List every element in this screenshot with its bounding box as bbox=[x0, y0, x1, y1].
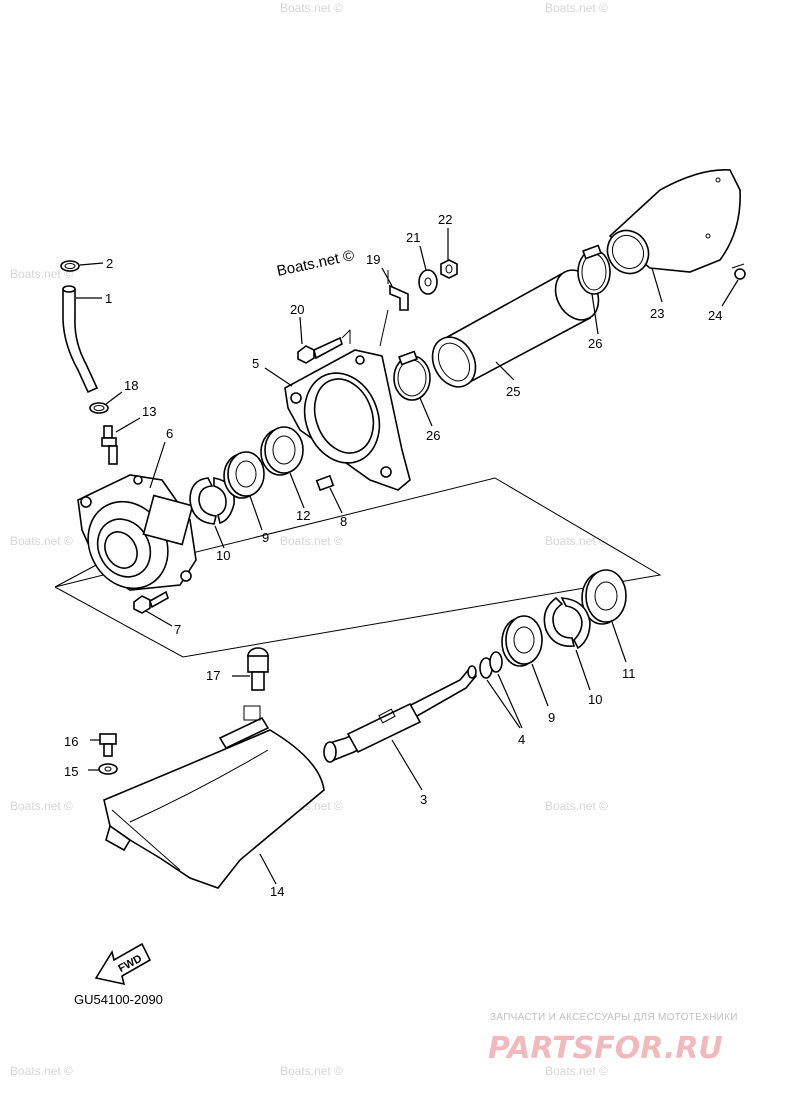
callout-21: 21 bbox=[406, 230, 420, 245]
part-3-shaft bbox=[323, 665, 478, 763]
callout-10-lower: 10 bbox=[588, 692, 602, 707]
part-12-bearing bbox=[260, 426, 304, 476]
callout-26-lower: 26 bbox=[426, 428, 440, 443]
watermark: Boats.net © bbox=[545, 799, 608, 813]
callout-24: 24 bbox=[708, 308, 722, 323]
callout-8: 8 bbox=[340, 514, 347, 529]
part-13-fitting bbox=[101, 425, 118, 465]
watermark: Boats.net © bbox=[545, 1064, 608, 1078]
part-10-circlip bbox=[543, 596, 591, 650]
fwd-arrow: FWD bbox=[94, 942, 152, 986]
callout-9-upper: 9 bbox=[262, 530, 269, 545]
part-2-clip bbox=[60, 260, 80, 272]
watermark: Boats.net © bbox=[10, 534, 73, 548]
callout-4: 4 bbox=[518, 732, 525, 747]
part-1-hose bbox=[62, 285, 99, 394]
watermark: Boats.net © bbox=[10, 799, 73, 813]
callout-12: 12 bbox=[296, 508, 310, 523]
part-11-bearing bbox=[581, 569, 627, 625]
callout-13: 13 bbox=[142, 404, 156, 419]
part-8-pin bbox=[315, 474, 335, 492]
callout-23: 23 bbox=[650, 306, 664, 321]
brand-name: PARTSFOR.RU bbox=[488, 1031, 723, 1066]
callout-26-upper: 26 bbox=[588, 336, 602, 351]
part-26-clamp bbox=[577, 244, 611, 295]
part-20-bolt bbox=[297, 329, 351, 364]
part-23-elbow-duct bbox=[606, 169, 741, 275]
part-14-cover bbox=[103, 705, 325, 889]
part-6-bearing-housing bbox=[77, 474, 197, 591]
watermark: Boats.net © bbox=[280, 1064, 343, 1078]
watermark-main: Boats.net © bbox=[275, 247, 355, 280]
callout-7: 7 bbox=[174, 622, 181, 637]
callout-1: 1 bbox=[105, 291, 112, 306]
callout-10-upper: 10 bbox=[216, 548, 230, 563]
part-18-clip bbox=[89, 402, 109, 414]
part-17-screw bbox=[247, 647, 269, 691]
part-5-housing-plate bbox=[284, 349, 411, 491]
callout-6: 6 bbox=[166, 426, 173, 441]
callout-22: 22 bbox=[438, 212, 452, 227]
callout-9-lower: 9 bbox=[548, 710, 555, 725]
callout-11: 11 bbox=[622, 666, 636, 681]
part-9-bearing bbox=[501, 615, 543, 667]
part-24-screw bbox=[731, 263, 746, 280]
brand-tagline: ЗАПЧАСТИ И АКСЕССУАРЫ ДЛЯ МОТОТЕХНИКИ bbox=[490, 1012, 738, 1023]
callout-3: 3 bbox=[420, 792, 427, 807]
callout-19: 19 bbox=[366, 252, 380, 267]
part-26-clamp bbox=[393, 350, 431, 401]
watermark: Boats.net © bbox=[280, 534, 343, 548]
callout-2: 2 bbox=[106, 256, 113, 271]
brand-logo: ЗАПЧАСТИ И АКСЕССУАРЫ ДЛЯ МОТОТЕХНИКИ PA… bbox=[488, 1012, 738, 1066]
part-21-washer bbox=[418, 269, 438, 295]
part-16-bolt bbox=[99, 733, 117, 757]
part-7-bolt bbox=[133, 590, 169, 614]
part-22-nut bbox=[440, 259, 458, 279]
callout-18: 18 bbox=[124, 378, 138, 393]
watermark: Boats.net © bbox=[10, 1064, 73, 1078]
callout-16: 16 bbox=[64, 734, 78, 749]
callout-25: 25 bbox=[506, 384, 520, 399]
callout-20: 20 bbox=[290, 302, 304, 317]
callout-5: 5 bbox=[252, 356, 259, 371]
callout-15: 15 bbox=[64, 764, 78, 779]
callouts: 1 2 3 4 5 6 7 8 9 9 10 10 11 12 13 14 15… bbox=[64, 212, 722, 899]
part-4-o-rings bbox=[479, 651, 503, 679]
watermark: Boats.net © bbox=[545, 534, 608, 548]
watermark: Boats.net © bbox=[545, 1, 608, 15]
watermark: Boats.net © bbox=[280, 1, 343, 15]
part-9-bearing bbox=[223, 451, 265, 499]
part-19-bracket bbox=[379, 270, 409, 347]
watermark: Boats.net © bbox=[10, 267, 73, 281]
diagram-code: GU54100-2090 bbox=[74, 992, 163, 1007]
assembly-boundary bbox=[54, 477, 662, 658]
part-15-washer bbox=[98, 763, 118, 775]
callout-14: 14 bbox=[270, 884, 284, 899]
callout-17: 17 bbox=[206, 668, 220, 683]
